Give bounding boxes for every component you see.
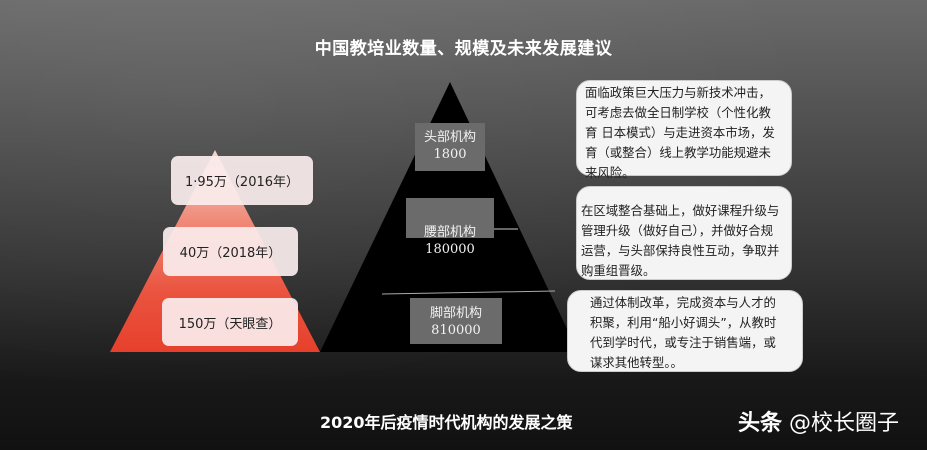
tier-count: 810000: [431, 323, 481, 338]
note-foot-strategy: 通过体制改革，完成资本与人才的积聚，利用“船小好调头”，从教时代到学时代，或专注…: [567, 290, 803, 372]
tier-foot: 脚部机构 810000: [410, 298, 502, 344]
note-head-strategy: 面临政策巨大压力与新技术冲击，可考虑去做全日制学校（个性化教育 日本模式）与走进…: [576, 80, 792, 180]
tier-waist: [406, 198, 494, 238]
level-label: 40万（2018年）: [179, 246, 282, 261]
note-text: 在区域整合基础上，做好课程升级与管理升级（做好自己），并做好合规运营，与头部保持…: [581, 203, 780, 278]
tier-name: 腰部机构: [423, 225, 476, 240]
note-text: 通过体制改革，完成资本与人才的积聚，利用“船小好调头”，从教时代到学时代，或专注…: [590, 295, 777, 370]
watermark: 头条 @校长圈子: [738, 405, 899, 437]
tier-count: 1800: [433, 147, 467, 162]
level-label: 150万（天眼查）: [178, 316, 282, 332]
tier-head: 头部机构 1800: [415, 123, 485, 171]
note-waist-strategy: 在区域整合基础上，做好课程升级与管理升级（做好自己），并做好合规运营，与头部保持…: [576, 186, 792, 280]
red-pyramid-level-middle: 40万（2018年）: [163, 227, 298, 276]
tier-name: 头部机构: [423, 130, 476, 145]
note-text: 面临政策巨大压力与新技术冲击，可考虑去做全日制学校（个性化教育 日本模式）与走进…: [585, 85, 775, 180]
connector-line-bottom: [381, 290, 556, 295]
page-title: 中国教培业数量、规模及未来发展建议: [314, 39, 613, 59]
red-pyramid-level-bottom: 150万（天眼查）: [162, 298, 298, 346]
tier-name: 脚部机构: [429, 306, 482, 321]
watermark-brand: 头条: [738, 411, 783, 436]
tier-waist-label: 腰部机构 180000: [406, 224, 494, 258]
watermark-handle: @校长圈子: [789, 411, 900, 436]
level-label: 1·95万（2016年）: [184, 175, 300, 190]
tier-count: 180000: [425, 242, 475, 257]
footer-subtitle: 2020年后疫情时代机构的发展之策: [320, 413, 573, 432]
red-pyramid-level-top: 1·95万（2016年）: [171, 156, 313, 205]
